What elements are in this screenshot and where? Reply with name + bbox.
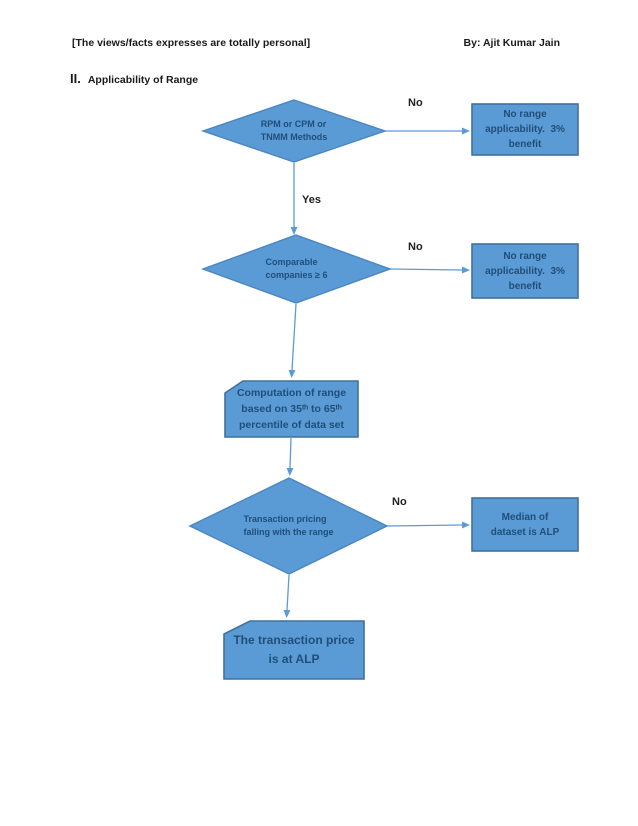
- decision-diamond-methods: [200, 99, 388, 163]
- connector-no-2: [389, 266, 470, 274]
- decision-diamond-pricing: [188, 477, 389, 575]
- edge-label-no-2: No: [408, 241, 423, 253]
- header-disclaimer: [The views/facts expresses are totally p…: [72, 37, 311, 49]
- header-byline: By: Ajit Kumar Jain: [463, 37, 560, 49]
- result-box-alp: [223, 620, 365, 680]
- edge-label-no-1: No: [408, 97, 423, 109]
- outcome-box-no-range-2: [471, 243, 579, 299]
- connector-to-result: [283, 574, 291, 618]
- section-title: II. Applicability of Range: [70, 71, 198, 86]
- edge-label-yes: Yes: [302, 194, 321, 206]
- connector-no-3: [386, 521, 470, 529]
- outcome-box-no-range-1: [471, 103, 579, 156]
- connector-to-computation: [288, 303, 297, 378]
- section-heading: Applicability of Range: [87, 74, 199, 86]
- edge-label-no-3: No: [392, 496, 407, 508]
- section-number: II.: [70, 71, 81, 86]
- outcome-box-median: [471, 497, 579, 552]
- decision-diamond-comparables: [200, 234, 393, 304]
- connector-to-pricing: [286, 437, 294, 476]
- process-box-computation: [224, 380, 359, 438]
